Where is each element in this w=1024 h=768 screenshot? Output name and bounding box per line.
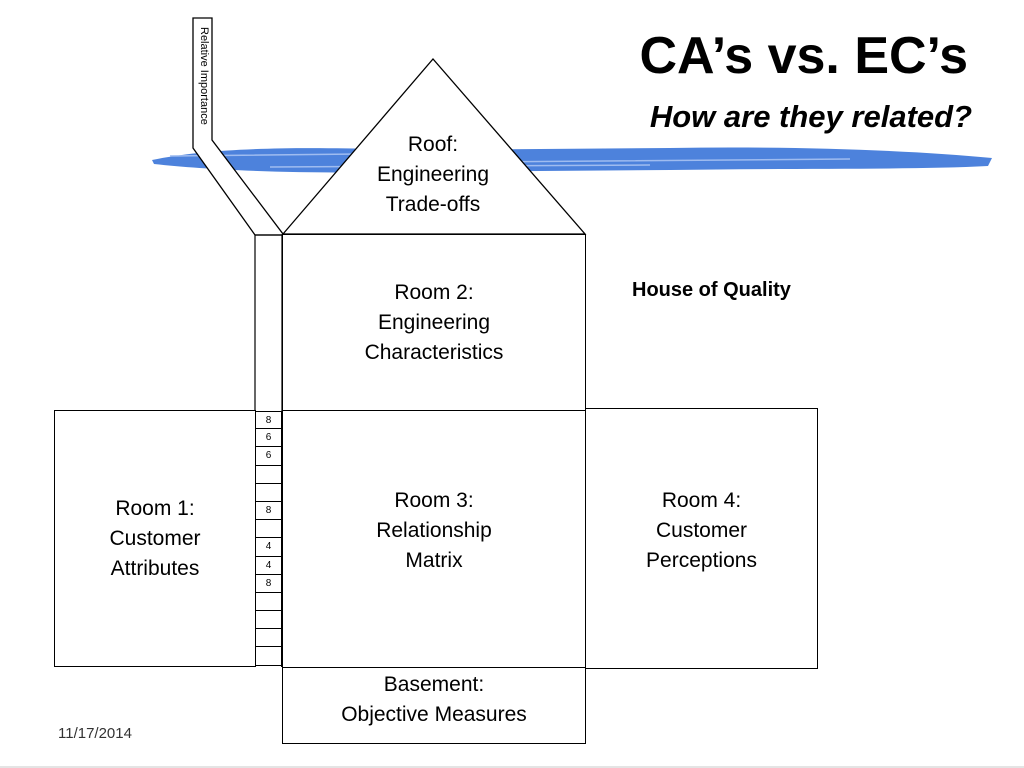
room1-label-line2: Customer bbox=[109, 527, 201, 550]
room2-label-line2: Engineering bbox=[377, 311, 491, 334]
footer-bar bbox=[0, 766, 1024, 768]
importance-cell: 4 bbox=[256, 538, 281, 557]
room3-label: Room 3: Relationship Matrix bbox=[282, 486, 586, 576]
basement-label: Basement: Objective Measures bbox=[282, 670, 586, 730]
room4-label-line3: Perceptions bbox=[646, 549, 757, 572]
importance-cell: 6 bbox=[256, 429, 281, 448]
roof-label-line1: Roof: bbox=[407, 133, 459, 156]
importance-cell bbox=[256, 520, 281, 539]
importance-cell bbox=[256, 484, 281, 502]
importance-cell bbox=[256, 647, 281, 666]
importance-cell bbox=[256, 629, 281, 648]
roof-label: Roof: Engineering Trade-offs bbox=[340, 130, 526, 220]
importance-cell bbox=[256, 611, 281, 630]
room4-label-line1: Room 4: bbox=[661, 489, 742, 512]
importance-cell: 8 bbox=[256, 575, 281, 593]
room3-box bbox=[282, 410, 586, 669]
importance-cell bbox=[256, 593, 281, 612]
importance-cell: 8 bbox=[256, 502, 281, 521]
relative-importance-column: 8 6 6 8 4 4 8 bbox=[255, 411, 282, 667]
room4-label-line2: Customer bbox=[655, 519, 748, 542]
basement-label-line1: Basement: bbox=[383, 673, 485, 696]
room2-label-line3: Characteristics bbox=[364, 341, 504, 364]
room3-label-line3: Matrix bbox=[405, 549, 463, 572]
slide-subtitle: How are they related? bbox=[649, 99, 972, 134]
importance-cell: 8 bbox=[256, 411, 281, 430]
roof-label-line3: Trade-offs bbox=[385, 193, 481, 216]
room1-label-line1: Room 1: bbox=[115, 497, 195, 520]
slide-date: 11/17/2014 bbox=[58, 725, 132, 742]
room2-label: Room 2: Engineering Characteristics bbox=[282, 278, 586, 368]
basement-box bbox=[282, 667, 586, 744]
room4-box bbox=[585, 408, 818, 669]
room1-box bbox=[54, 410, 256, 667]
room3-label-line2: Relationship bbox=[376, 519, 492, 542]
roof-label-line2: Engineering bbox=[376, 163, 490, 186]
relative-importance-label: Relative Importance bbox=[198, 27, 210, 125]
importance-cell bbox=[256, 466, 281, 484]
room2-label-line1: Room 2: bbox=[394, 281, 474, 304]
importance-cell: 6 bbox=[256, 447, 281, 466]
room1-label-line3: Attributes bbox=[110, 557, 200, 580]
room3-label-line1: Room 3: bbox=[394, 489, 474, 512]
basement-label-line2: Objective Measures bbox=[341, 703, 527, 726]
room4-label: Room 4: Customer Perceptions bbox=[585, 486, 818, 576]
room1-label: Room 1: Customer Attributes bbox=[54, 494, 256, 584]
room2-box bbox=[282, 234, 586, 411]
importance-cell: 4 bbox=[256, 557, 281, 575]
slide-title: CA’s vs. EC’s bbox=[639, 27, 968, 85]
house-of-quality-caption: House of Quality bbox=[632, 279, 791, 301]
